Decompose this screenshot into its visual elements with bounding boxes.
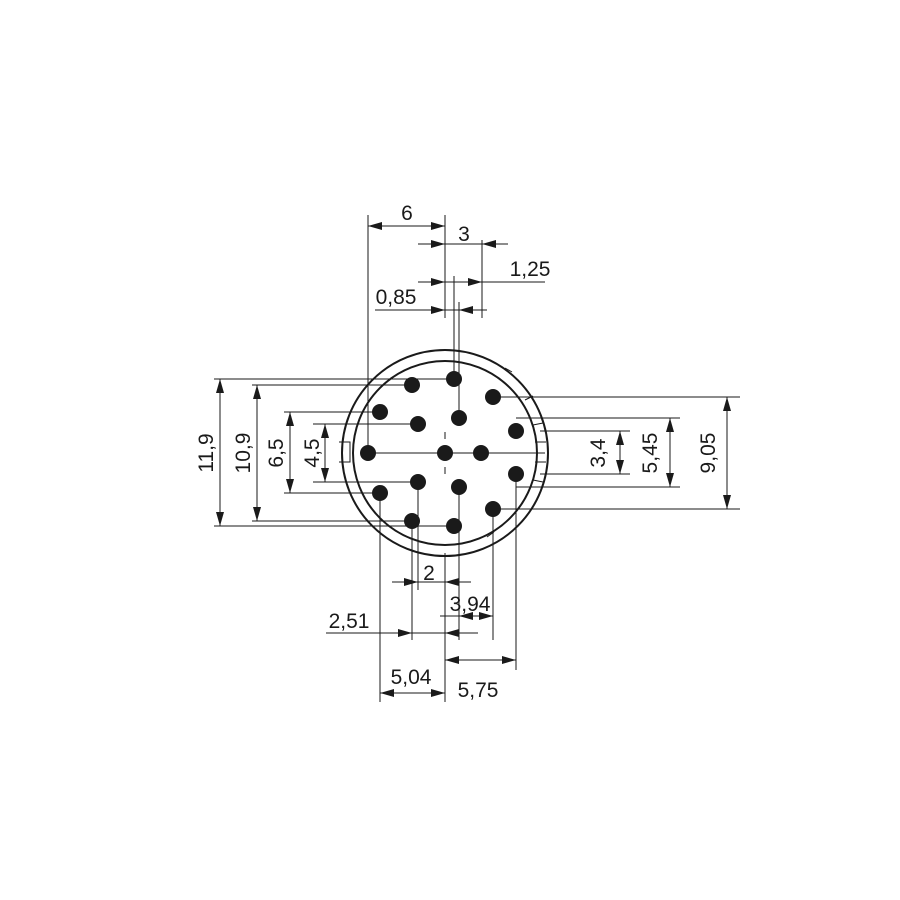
left-dimensions bbox=[214, 378, 454, 527]
dim-label-0-85: 0,85 bbox=[376, 286, 417, 309]
top-dimensions bbox=[367, 215, 545, 448]
dim-label-3-94: 3,94 bbox=[450, 593, 491, 616]
center-mark bbox=[424, 432, 466, 474]
key-notch-right bbox=[524, 395, 546, 483]
dim-label-6-5: 6,5 bbox=[265, 438, 288, 467]
dim-label-10-9: 10,9 bbox=[232, 433, 255, 474]
dim-label-1-25: 1,25 bbox=[510, 258, 551, 281]
dim-label-2: 2 bbox=[423, 562, 435, 585]
contact-pin bbox=[451, 410, 467, 426]
key-notch-left bbox=[339, 441, 351, 463]
dim-label-6: 6 bbox=[401, 202, 413, 225]
dim-label-5-45: 5,45 bbox=[639, 433, 662, 474]
dimension-labels: 6 3 1,25 0,85 11,9 10,9 6,5 4,5 3,4 5,45… bbox=[195, 202, 720, 702]
key-notch-top-right bbox=[504, 367, 513, 373]
dim-label-11-9: 11,9 bbox=[195, 433, 218, 472]
dim-label-3: 3 bbox=[458, 223, 470, 246]
dim-label-3-4: 3,4 bbox=[587, 438, 610, 468]
dim-label-9-05: 9,05 bbox=[697, 433, 720, 474]
dim-label-5-04: 5,04 bbox=[391, 666, 432, 689]
dim-label-2-51: 2,51 bbox=[329, 610, 370, 633]
right-dimensions bbox=[368, 396, 740, 510]
contact-pin bbox=[508, 423, 524, 439]
bottom-dimensions bbox=[326, 474, 517, 702]
dim-label-5-75: 5,75 bbox=[458, 679, 499, 702]
dim-label-4-5: 4,5 bbox=[301, 438, 324, 467]
